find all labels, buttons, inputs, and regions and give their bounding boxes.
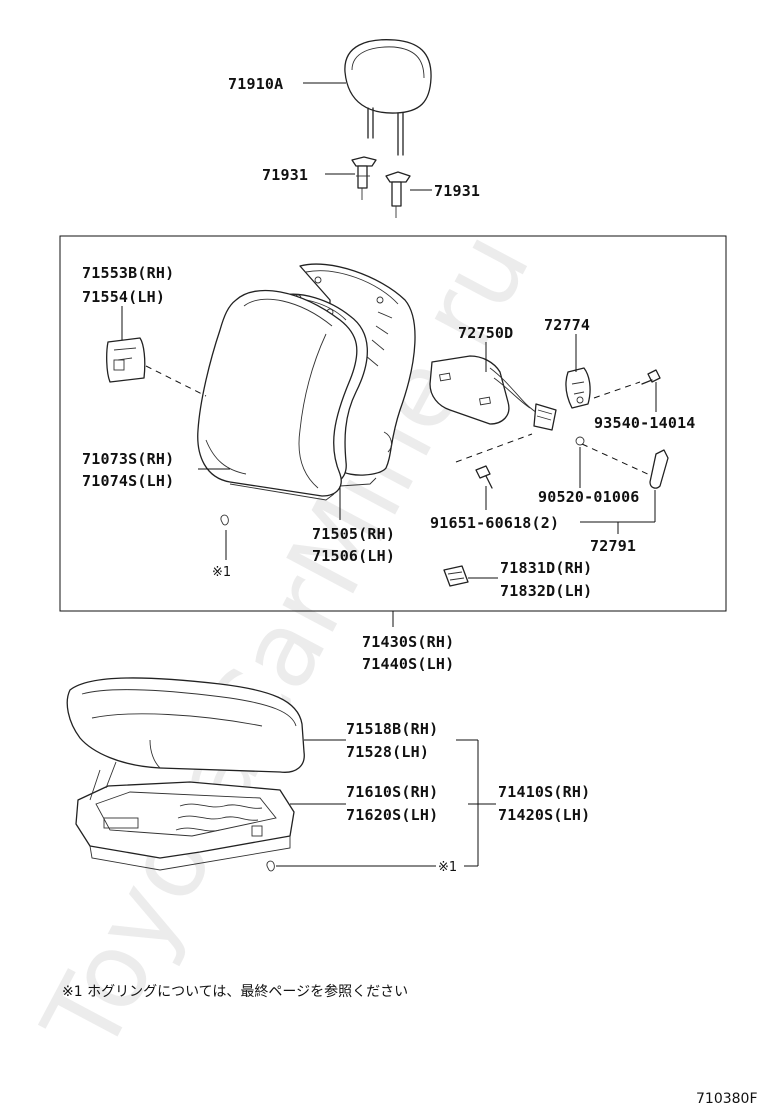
shield-drawing <box>106 337 146 383</box>
label-guide-left: 71931 <box>262 166 308 184</box>
label-clip-lh: 71832D(LH) <box>500 582 592 600</box>
cushion-cover-drawing <box>66 677 305 773</box>
clip-drawing <box>443 565 469 587</box>
label-lumbar: 72750D <box>458 324 513 342</box>
cushion-frame-drawing <box>75 761 295 871</box>
knob-drawing <box>649 449 669 489</box>
label-clip-rh: 71831D(RH) <box>500 559 592 577</box>
label-cushion-cover-lh: 71528(LH) <box>346 743 429 761</box>
label-cushion-assy-lh: 71420S(LH) <box>498 806 590 824</box>
headrest-guide-right <box>385 171 411 218</box>
label-back-pad-lh: 71506(LH) <box>312 547 395 565</box>
screw-93540-drawing <box>641 369 661 385</box>
label-cushion-pad-rh: 71610S(RH) <box>346 783 438 801</box>
label-knob: 72791 <box>590 537 636 555</box>
hog-ring-back <box>220 514 229 526</box>
label-shield-rh: 71553B(RH) <box>82 264 174 282</box>
label-cushion-cover-rh: 71518B(RH) <box>346 720 438 738</box>
lumbar-support-drawing <box>429 355 557 431</box>
lever-cover-drawing <box>565 367 591 409</box>
hog-ring-cushion <box>266 860 275 872</box>
label-ref-cushion: ※1 <box>438 860 457 875</box>
label-cushion-assy-rh: 71410S(RH) <box>498 783 590 801</box>
label-lever-cover: 72774 <box>544 316 590 334</box>
footnote: ※1 ホグリングについては、最終ページを参照ください <box>62 983 408 1000</box>
label-screw-90520: 90520-01006 <box>538 488 640 506</box>
screw-91651-drawing <box>475 465 493 489</box>
label-back-pad-rh: 71505(RH) <box>312 525 395 543</box>
label-ref-back: ※1 <box>212 565 231 580</box>
washer-drawing <box>575 436 585 446</box>
label-guide-right: 71931 <box>434 182 480 200</box>
label-cushion-pad-lh: 71620S(LH) <box>346 806 438 824</box>
label-shield-lh: 71554(LH) <box>82 288 165 306</box>
label-headrest: 71910A <box>228 75 283 93</box>
label-back-cover-lh: 71074S(LH) <box>82 472 174 490</box>
headrest-drawing <box>344 39 432 156</box>
label-screw-93540: 93540-14014 <box>594 414 696 432</box>
label-back-assy-rh: 71430S(RH) <box>362 633 454 651</box>
label-back-assy-lh: 71440S(LH) <box>362 655 454 673</box>
label-screw-91651: 91651-60618(2) <box>430 514 559 532</box>
figure-code: 710380F <box>696 1091 758 1107</box>
seat-back-cover-drawing <box>197 289 358 501</box>
headrest-guide-left <box>351 156 377 200</box>
label-back-cover-rh: 71073S(RH) <box>82 450 174 468</box>
